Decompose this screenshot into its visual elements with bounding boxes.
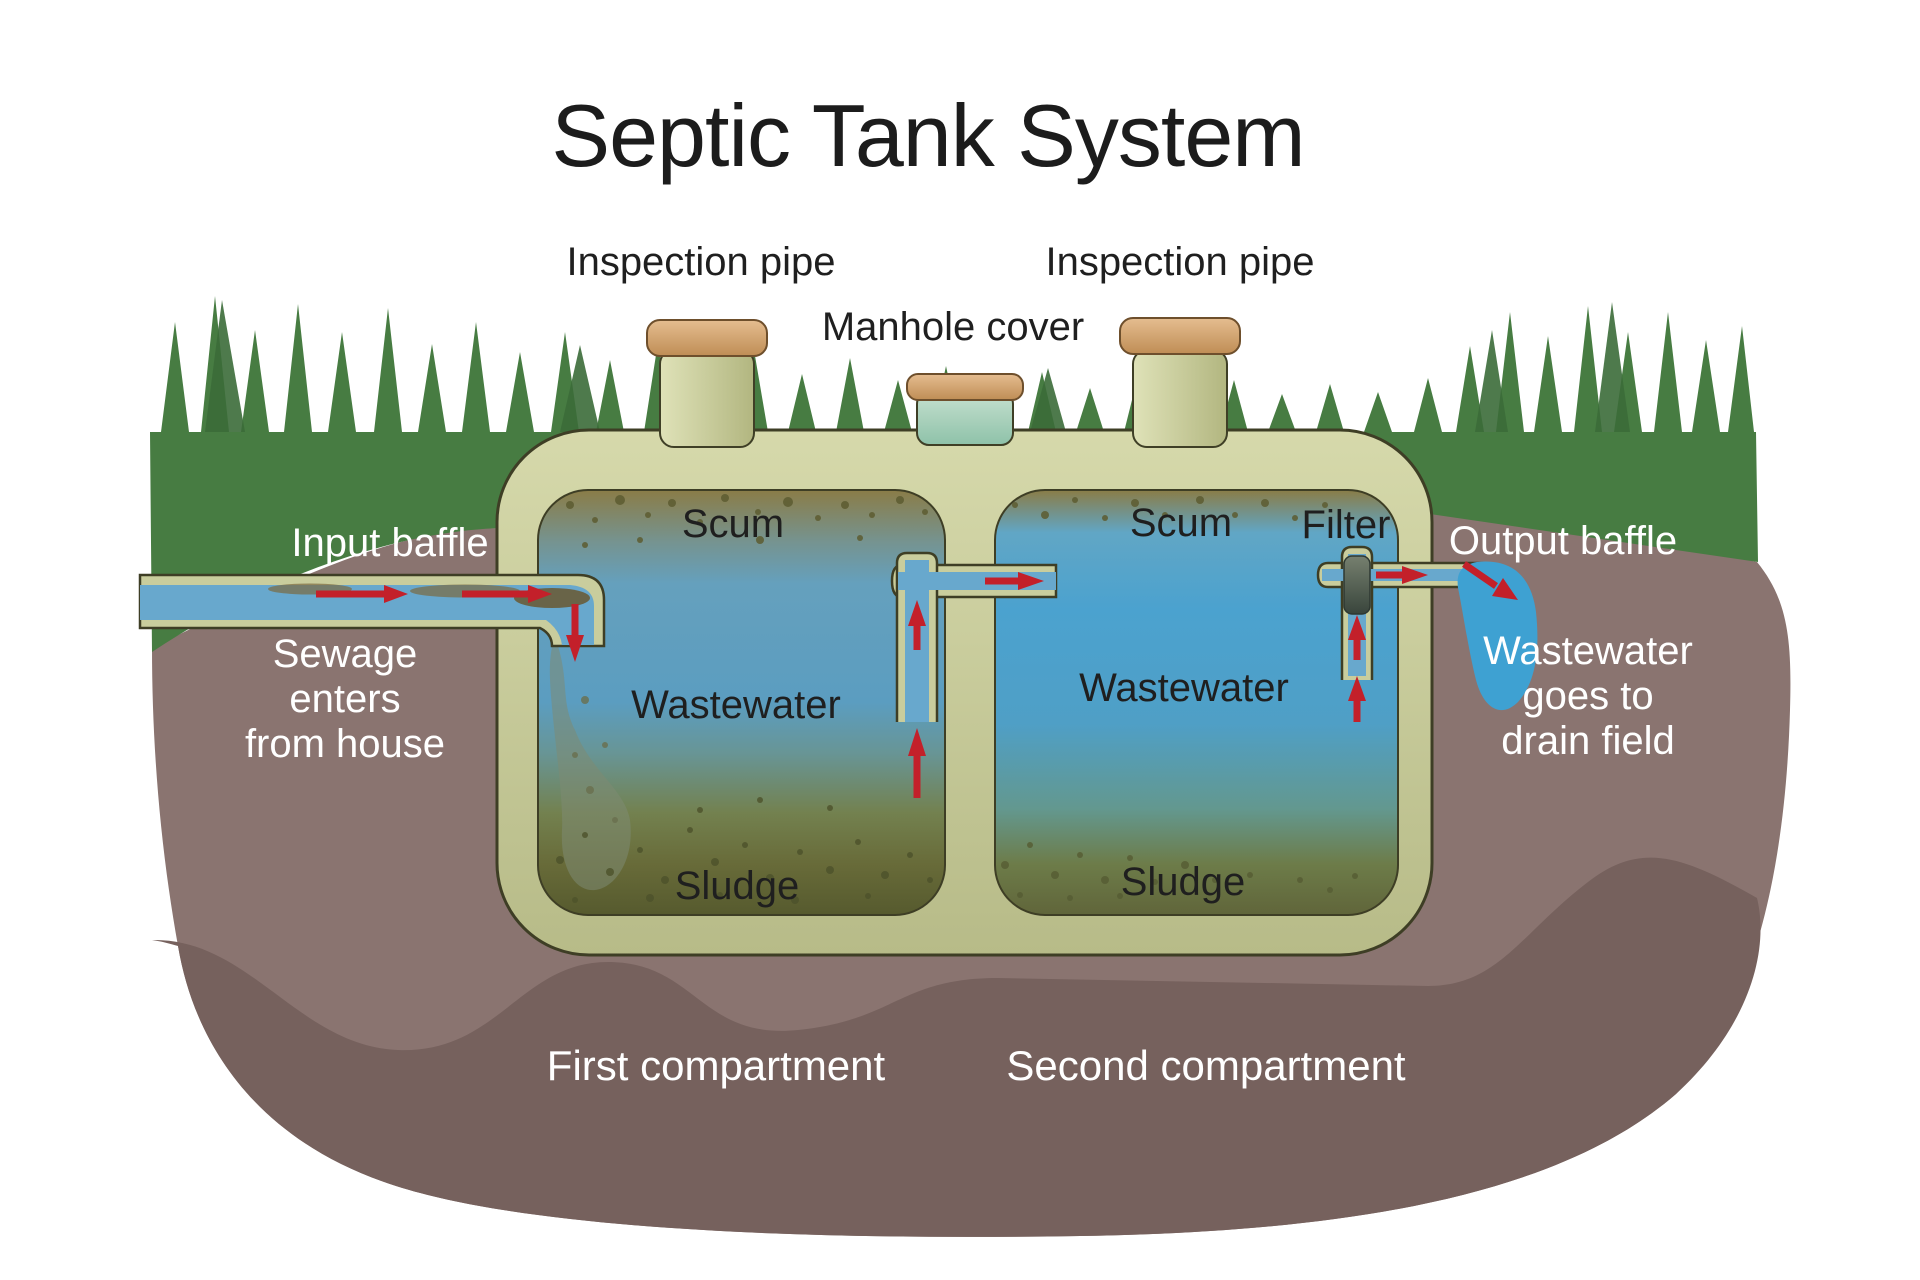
effluent-filter: [1343, 555, 1371, 615]
label-first-compartment: First compartment: [546, 1041, 886, 1089]
sludge-dots-first: [556, 797, 933, 904]
label-wastewater-drain-line3: drain field: [1501, 719, 1675, 763]
flow-arrow-baffle-right: [985, 572, 1044, 590]
flow-arrow-drain-down: [1462, 561, 1518, 600]
label-scum-second: Scum: [1129, 501, 1233, 545]
label-inspection-pipe-right: Inspection pipe: [1045, 240, 1315, 284]
label-sewage-enters-line2: enters: [289, 677, 401, 721]
inspection-pipe-right-body: [1132, 349, 1228, 448]
label-scum-first: Scum: [681, 502, 785, 546]
flow-arrow-filter-up-below: [1348, 676, 1366, 722]
flow-arrow-baffle-up-below: [908, 728, 926, 798]
manhole-cap: [906, 373, 1024, 401]
flow-arrow-input-2: [462, 585, 552, 603]
page-title: Septic Tank System: [551, 86, 1305, 185]
manhole: [906, 373, 1024, 446]
label-wastewater-second: Wastewater: [1079, 666, 1289, 710]
flow-arrow-baffle-up-inside: [908, 600, 926, 650]
input-pipe-water: [140, 585, 594, 645]
label-inspection-pipe-left: Inspection pipe: [566, 240, 836, 284]
inspection-pipe-left-cap: [646, 319, 768, 357]
label-second-compartment: Second compartment: [1006, 1041, 1406, 1089]
soil-dark: [152, 857, 1761, 1237]
flow-arrow-filter-up-inside: [1348, 615, 1366, 660]
sludge-dots-second: [1001, 842, 1358, 901]
scum-dots-second: [1012, 496, 1328, 521]
label-sewage-enters-line1: Sewage: [272, 632, 418, 676]
label-filter: Filter: [1301, 503, 1391, 547]
flow-arrows: [316, 561, 1518, 798]
inspection-pipe-left: [646, 319, 768, 448]
label-input-baffle: Input baffle: [291, 521, 489, 565]
inspection-pipe-right: [1119, 317, 1241, 448]
drain-water: [1457, 561, 1538, 711]
flow-arrow-output-right: [1376, 566, 1428, 584]
sewage-plume: [549, 640, 631, 891]
label-sewage-enters: Sewage enters from house: [245, 632, 445, 767]
label-manhole-cover: Manhole cover: [821, 305, 1085, 349]
inspection-pipe-left-body: [659, 349, 755, 448]
label-wastewater-drain-line2: goes to: [1522, 674, 1654, 718]
flow-arrow-input-1: [316, 585, 408, 603]
second-compartment: [994, 489, 1399, 916]
flow-arrow-input-down: [566, 604, 584, 662]
label-wastewater-drain: Wastewater goes to drain field: [1483, 629, 1693, 764]
label-wastewater-drain-line1: Wastewater: [1483, 629, 1693, 673]
scum-dots-first: [566, 494, 928, 548]
label-wastewater-first: Wastewater: [631, 683, 841, 727]
inspection-pipe-right-cap: [1119, 317, 1241, 355]
first-compartment: [537, 489, 946, 916]
label-sludge-second: Sludge: [1120, 860, 1246, 904]
label-sewage-enters-line3: from house: [244, 722, 446, 766]
grass-dark-blades: [205, 300, 1630, 432]
label-sludge-first: Sludge: [674, 864, 800, 908]
plume-dots: [572, 696, 618, 823]
label-output-baffle: Output baffle: [1448, 519, 1678, 563]
